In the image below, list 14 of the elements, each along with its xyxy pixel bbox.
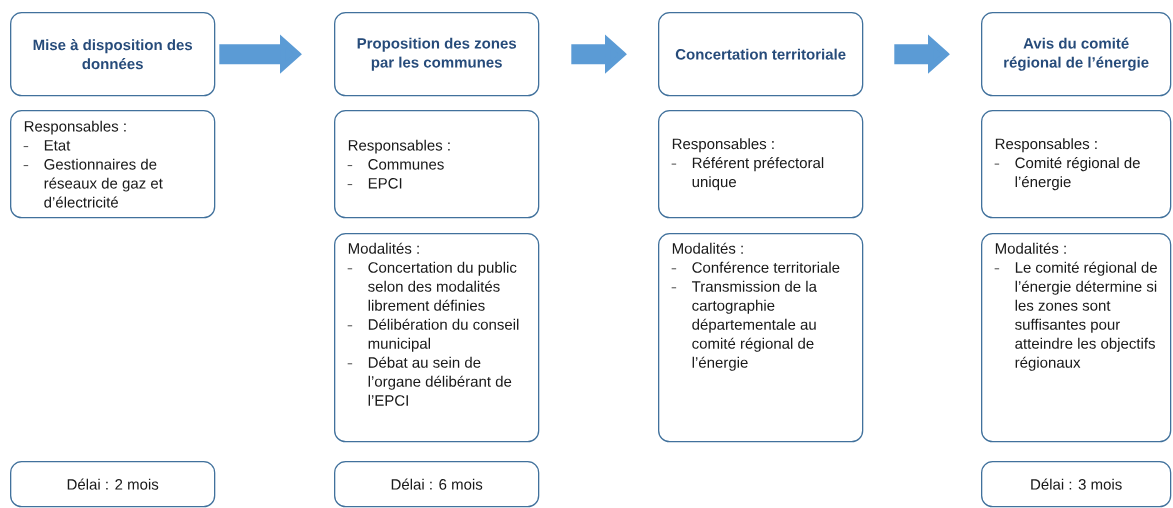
info-box: Responsables : Comité régional de l’énergie xyxy=(981,110,1172,219)
info-box: Responsables : Communes EPCI xyxy=(334,110,540,219)
info-box: Modalités : Concertation du public selon des modalités librement définies Délibération du conseil municipal Débat au sein de l’organe délibérant de l’EPCI xyxy=(334,233,540,443)
info-box: Responsables : Etat Gestionnaires de réseaux de gaz et d’électricité xyxy=(10,110,216,219)
step-box: Concertation territoriale xyxy=(658,12,864,97)
deadline-box: Délai : 2 mois xyxy=(10,461,216,508)
deadline-box: Délai : 3 mois xyxy=(981,461,1172,508)
info-box: Responsables : Référent préfectoral unique xyxy=(658,110,864,219)
deadline-box: Délai : 6 mois xyxy=(334,461,540,508)
step-box: Proposition des zones par les communes xyxy=(334,12,540,97)
step-box: Avis du comité régional de l’énergie xyxy=(981,12,1172,97)
info-box: Modalités : Le comité régional de l’énergie détermine si les zones sont suffisantes pour atteindre les objectifs régionaux xyxy=(981,233,1172,443)
info-box: Modalités : Conférence territoriale Transmission de la cartographie départementale au comité régional de l’énergie xyxy=(658,233,864,443)
step-box: Mise à disposition des données xyxy=(10,12,216,97)
